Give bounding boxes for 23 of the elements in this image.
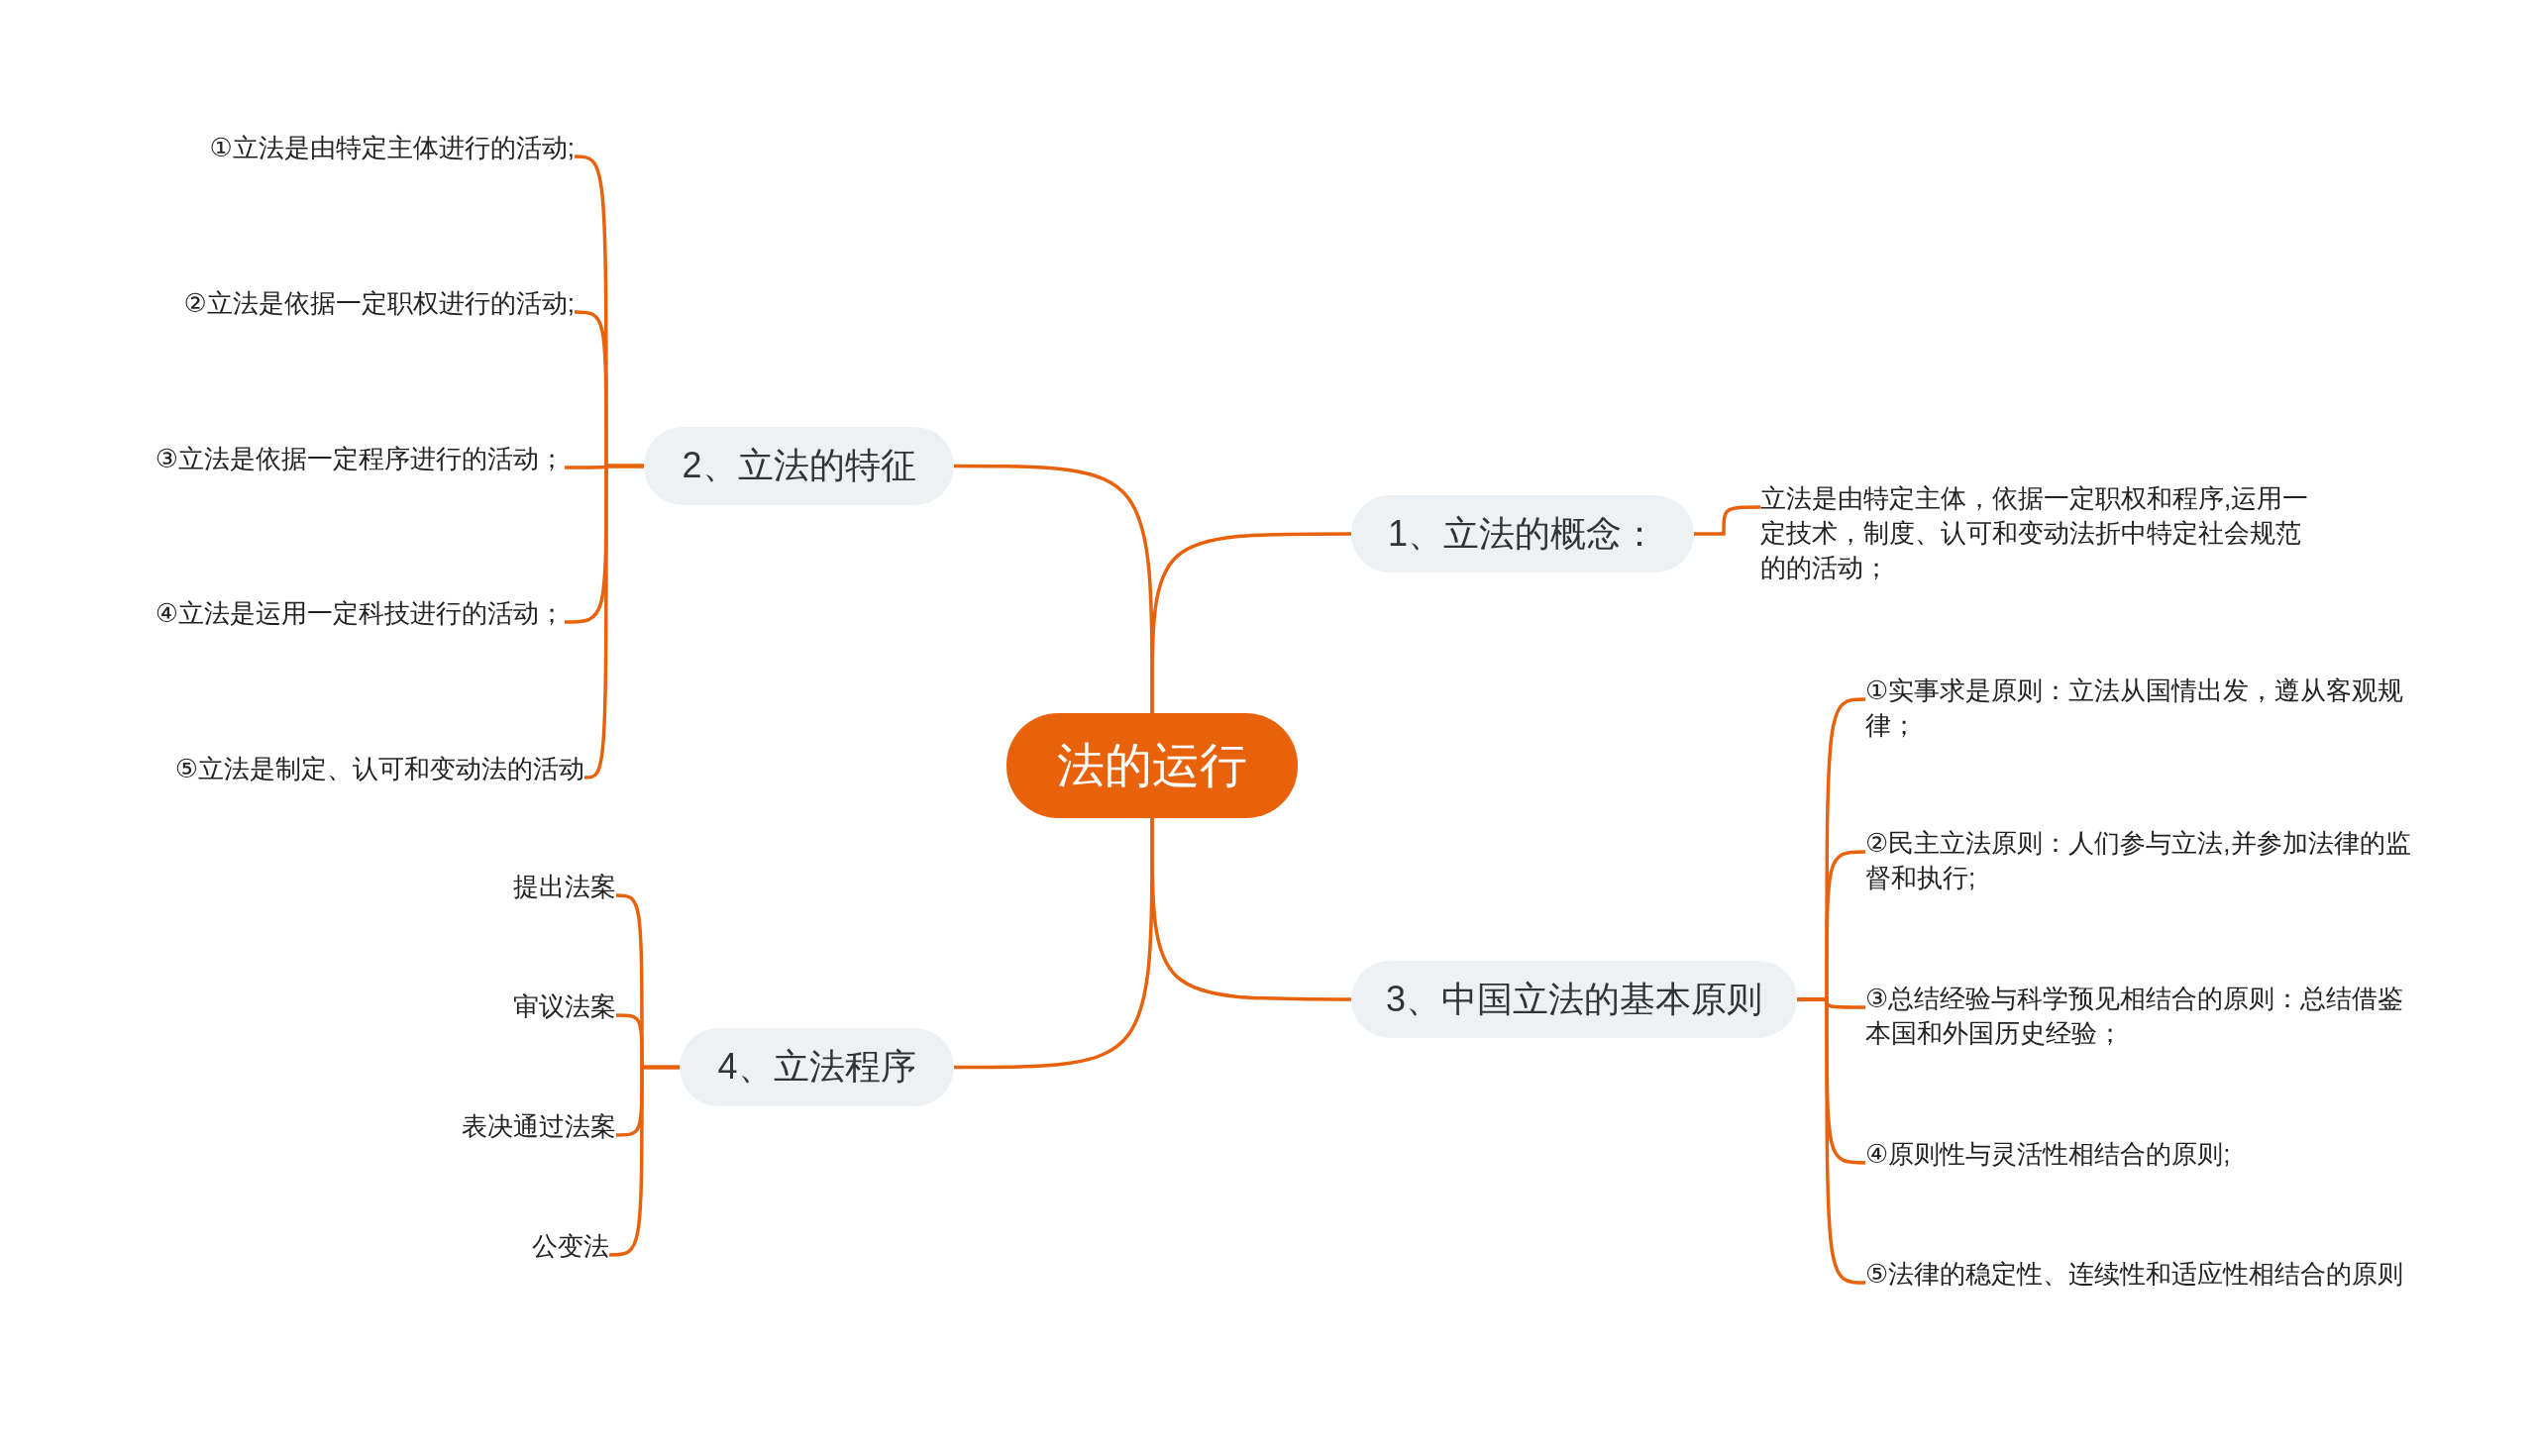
subtopic-text: ④原则性与灵活性相结合的原则;: [1865, 1137, 2425, 1172]
subtopic-text: ③总结经验与科学预见相结合的原则：总结借鉴本国和外国历史经验；: [1865, 982, 2425, 1051]
subtopic-text: 审议法案: [396, 989, 616, 1024]
subtopic-text: 立法是由特定主体，依据一定职权和程序,运用一定技术，制度、认可和变动法折中特定社会规范的的活动；: [1760, 481, 2315, 585]
central-topic: 法的运行: [1006, 713, 1298, 818]
subtopic-text: 公变法: [396, 1229, 609, 1264]
subtopic-text: ②民主立法原则：人们参与立法,并参加法律的监督和执行;: [1865, 826, 2425, 895]
subtopic-text: ③立法是依据一定程序进行的活动；: [99, 442, 565, 476]
topic-box: 2、立法的特征: [644, 427, 954, 505]
connector-line: [954, 818, 1154, 1070]
subtopic-text: ①实事求是原则：立法从国情出发，遵从客观规律；: [1865, 674, 2425, 743]
subtopic-text: 提出法案: [396, 870, 616, 904]
connector-line: [954, 464, 1154, 713]
subtopic-text: ②立法是依据一定职权进行的活动;: [129, 286, 575, 321]
subtopic-text: ④立法是运用一定科技进行的活动；: [99, 596, 565, 631]
subtopic-text: ⑤立法是制定、认可和变动法的活动: [99, 752, 584, 786]
topic-box: 4、立法程序: [680, 1028, 954, 1106]
topic-box: 3、中国立法的基本原则: [1351, 961, 1797, 1038]
connector-line: [1694, 505, 1760, 536]
subtopic-text: ⑤法律的稳定性、连续性和适应性相结合的原则: [1865, 1257, 2425, 1292]
topic-box: 1、立法的概念：: [1351, 495, 1694, 572]
subtopic-text: 表决通过法案: [396, 1109, 616, 1144]
subtopic-text: ①立法是由特定主体进行的活动;: [129, 131, 575, 165]
